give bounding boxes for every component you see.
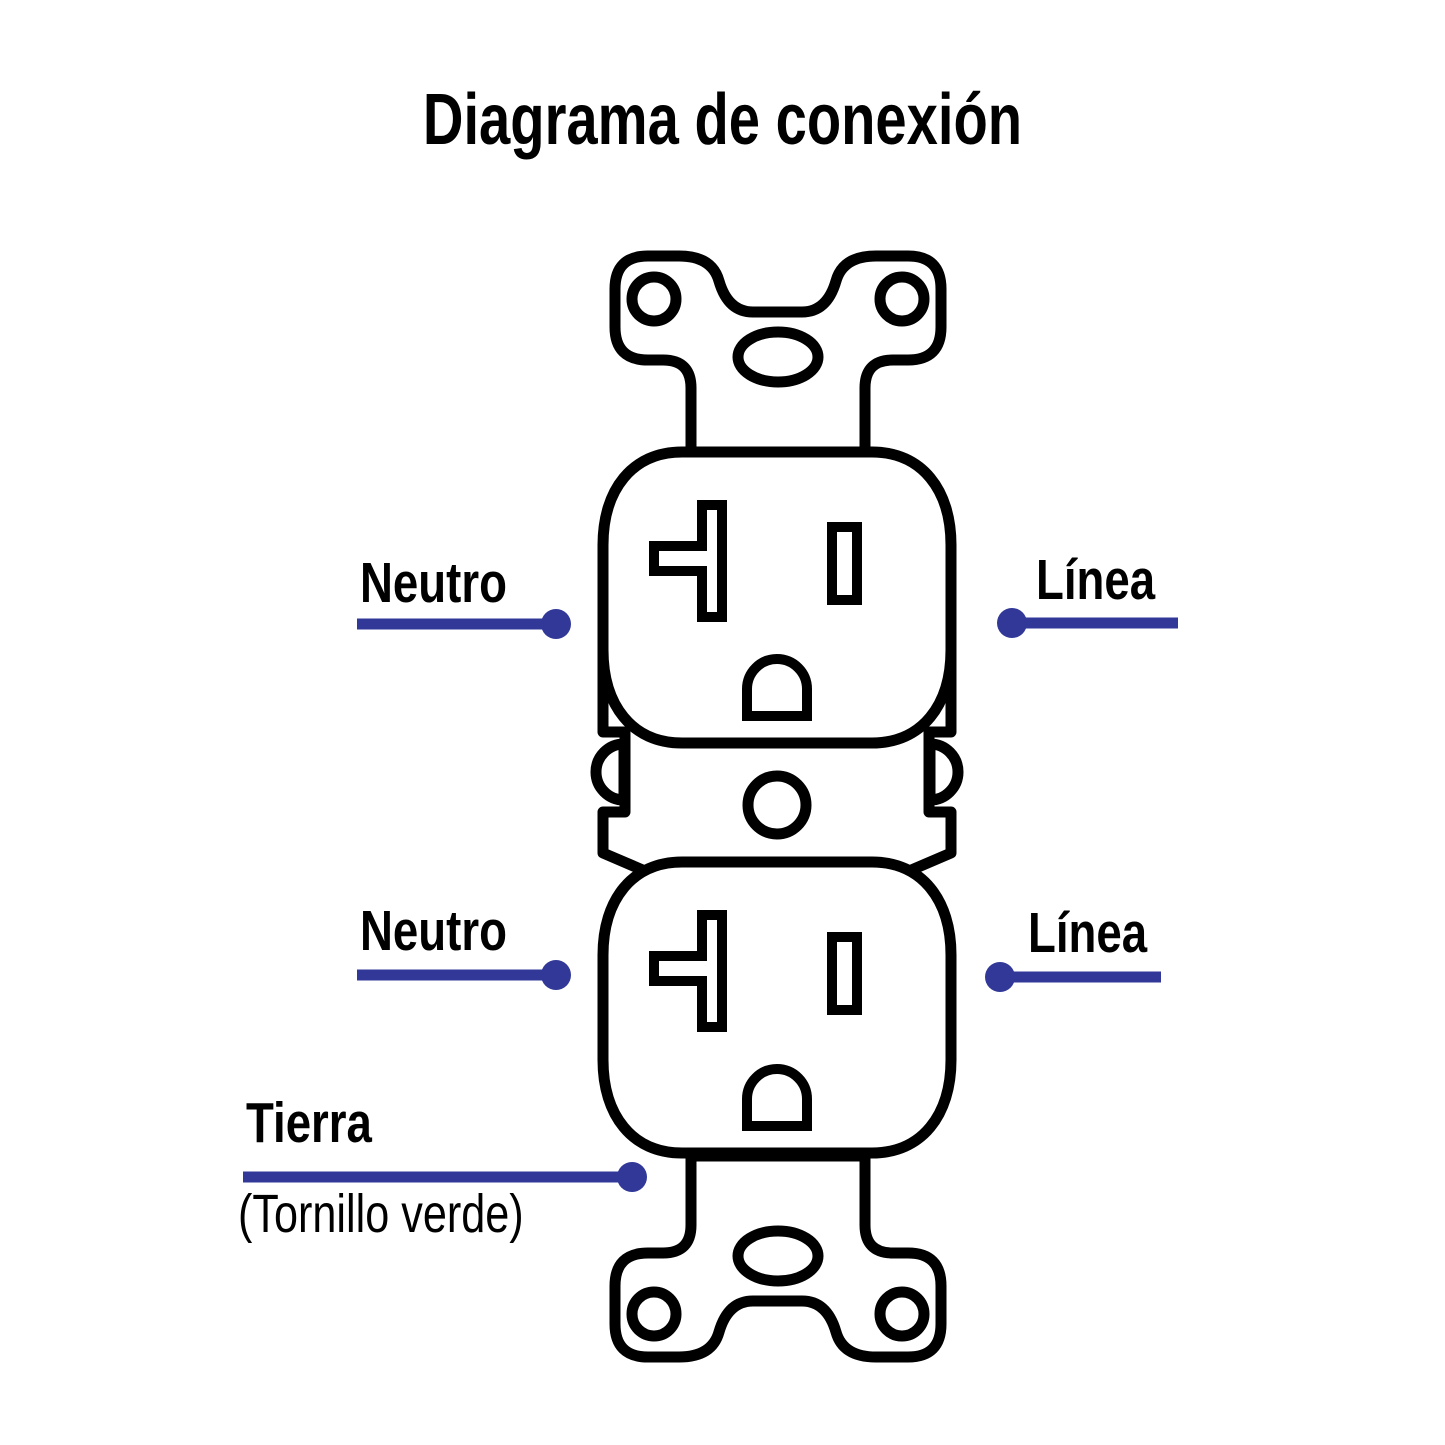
label-bottom-neutral: Neutro [360,899,507,963]
strap-screw-hole-right [874,271,930,327]
label-ground: Tierra [246,1091,372,1155]
line-slot [827,522,862,605]
top-receptacle-face [597,446,957,749]
bottom-mounting-strap [615,1156,941,1357]
ground-pointer-dot [617,1162,647,1192]
center-mounting-screw [742,770,812,840]
top-neutral-pointer [357,609,571,639]
bottom-line-pointer [985,962,1161,992]
side-terminal-screw-right [924,738,964,806]
side-terminal-screw-left [590,738,630,806]
strap-screw-hole-left [626,271,682,327]
ground-pointer [243,1162,647,1192]
top-line-pointer [997,608,1178,638]
receptacle-face-outline [597,446,957,749]
label-top-line: Línea [1036,548,1156,612]
top-mounting-strap [609,250,947,463]
top-neutral-pointer-dot [541,609,571,639]
body-edge-left [597,634,686,892]
page-title: Diagrama de conexión [422,80,1023,160]
bottom-neutral-pointer-dot [541,960,571,990]
label-top-neutral: Neutro [360,551,507,615]
bottom-neutral-pointer [357,960,571,990]
label-bottom-line: Línea [1028,901,1148,965]
ground-slot [742,654,812,721]
neutral-slot [649,500,727,622]
label-ground-note: (Tornillo verde) [238,1184,524,1244]
bottom-receptacle-face [603,862,951,1153]
body-edge-right [868,634,957,892]
strap-mounting-slot [732,326,824,388]
